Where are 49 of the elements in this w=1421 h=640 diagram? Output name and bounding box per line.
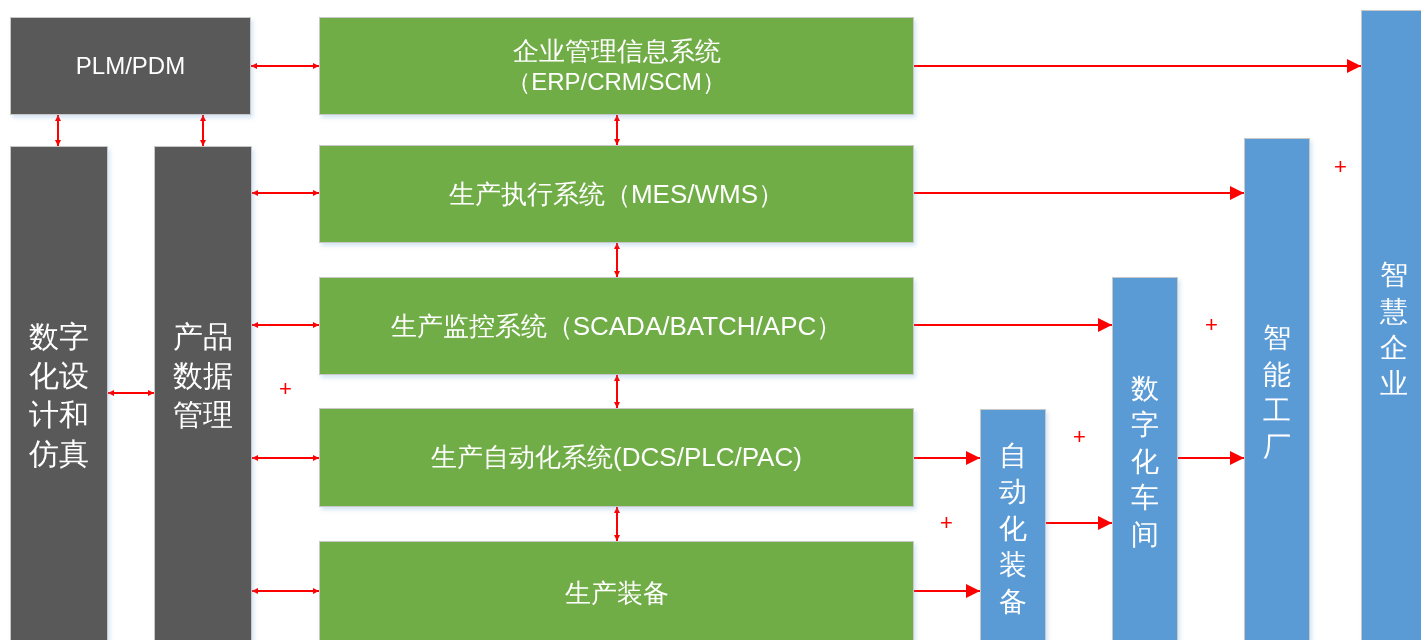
plus-sign: + <box>1073 426 1086 448</box>
plus-sign: + <box>940 512 953 534</box>
system-box <box>319 145 914 243</box>
arrow <box>200 114 206 147</box>
box-label: 生产自动化系统(DCS/PLC/PAC) <box>431 441 802 474</box>
arrow <box>913 186 1245 200</box>
plus-sign: + <box>1205 314 1218 336</box>
system-box <box>319 541 914 640</box>
level-bar <box>1361 10 1421 640</box>
arrow <box>1045 516 1113 530</box>
box-label: 数字化设计和仿真 <box>28 319 90 472</box>
box-label: （ERP/CRM/SCM） <box>507 67 726 98</box>
box-label: 生产装备 <box>564 577 669 610</box>
column-box <box>154 146 252 640</box>
arrow <box>251 190 320 196</box>
system-box <box>10 17 251 115</box>
arrow <box>107 390 155 396</box>
arrow <box>614 506 620 542</box>
level-bar <box>980 409 1046 640</box>
arrow <box>913 451 981 465</box>
arrow <box>251 455 320 461</box>
plus-sign: + <box>279 378 292 400</box>
system-box <box>319 408 914 507</box>
arrow <box>55 114 61 147</box>
arrow <box>913 584 981 598</box>
level-bar <box>1112 277 1178 640</box>
box-label: 自动化装备 <box>998 439 1028 619</box>
box-label: 智能工厂 <box>1262 321 1292 465</box>
arrow <box>913 318 1113 332</box>
system-box <box>319 277 914 375</box>
level-bar <box>1244 138 1310 640</box>
arrow <box>1177 451 1245 465</box>
plus-sign: + <box>1334 156 1347 178</box>
arrow <box>250 63 320 69</box>
arrow <box>614 114 620 146</box>
system-box <box>319 17 914 115</box>
box-label: 数字化车间 <box>1130 372 1160 552</box>
box-label: 智慧企业 <box>1379 258 1409 402</box>
arrow <box>614 374 620 409</box>
box-label: 企业管理信息系统 <box>512 34 721 68</box>
box-label: PLM/PDM <box>75 51 186 81</box>
arrow <box>251 588 320 594</box>
box-label: 生产执行系统（MES/WMS） <box>448 177 785 211</box>
arrow <box>913 59 1362 73</box>
arrow <box>251 322 320 328</box>
arrow <box>614 242 620 278</box>
box-label: 产品数据管理 <box>172 319 234 433</box>
box-label: 生产监控系统（SCADA/BATCH/APC） <box>390 309 843 343</box>
column-box <box>10 146 108 640</box>
